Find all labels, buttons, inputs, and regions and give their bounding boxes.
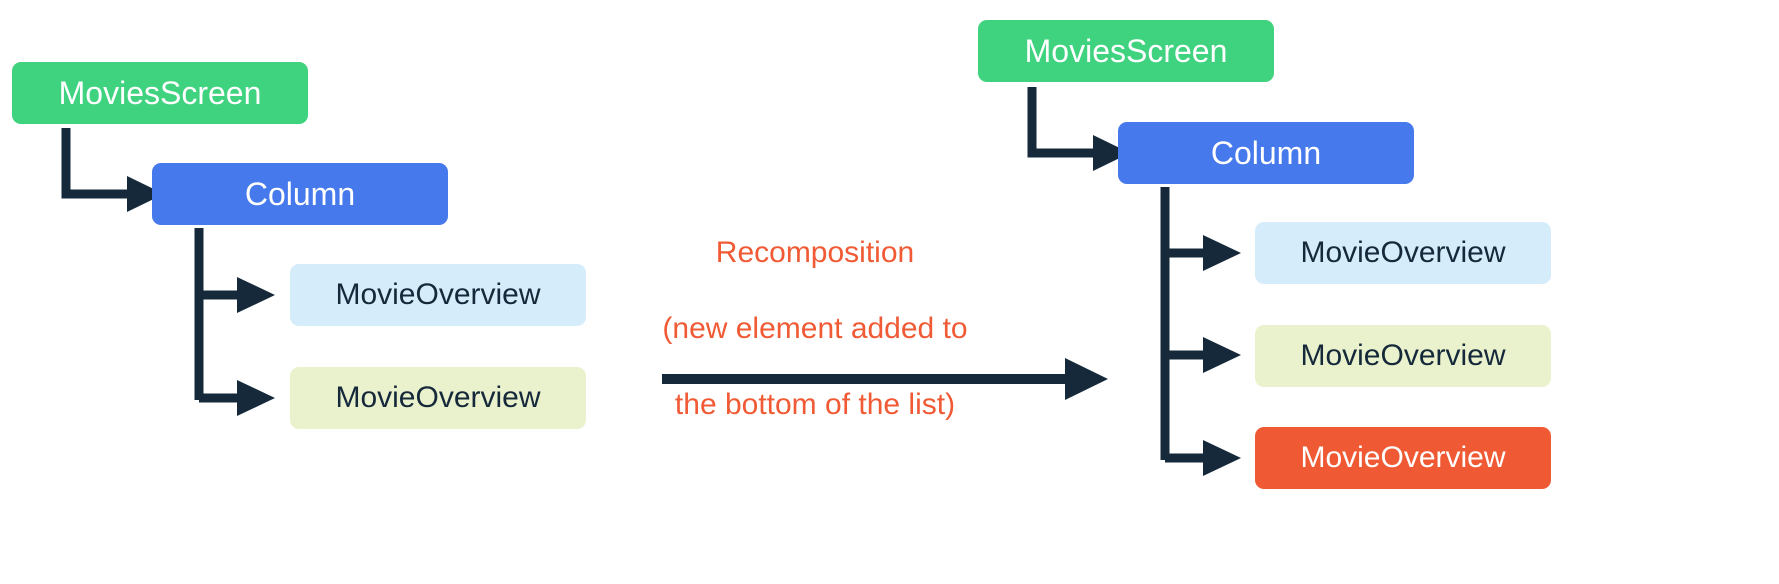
arrowhead-icon [237,380,275,416]
right-node-movie-overview-1-label: MovieOverview [1300,236,1506,269]
right-node-movie-overview-3-label: MovieOverview [1300,441,1506,474]
right-node-movies-screen-label: MoviesScreen [1024,33,1228,69]
right-node-column-label: Column [1210,135,1322,171]
left-node-column[interactable]: Column [152,163,448,225]
arrowhead-icon [237,277,275,313]
left-node-column-label: Column [244,176,356,212]
arrowhead-icon [1203,440,1241,476]
arrowhead-icon [1203,337,1241,373]
left-node-movies-screen-label: MoviesScreen [58,75,262,111]
right-edge-root-to-column [1027,87,1093,158]
transition-caption-line-2: (new element added to [662,312,968,345]
right-node-column[interactable]: Column [1118,122,1414,184]
left-node-movies-screen[interactable]: MoviesScreen [12,62,308,124]
transition-caption-line-3: the bottom of the list) [674,388,956,421]
right-node-movie-overview-3[interactable]: MovieOverview [1255,427,1551,489]
left-node-movie-overview-1-label: MovieOverview [335,278,541,311]
right-arrow-icon [1065,358,1108,400]
left-node-movie-overview-2-label: MovieOverview [335,381,541,414]
right-node-movies-screen[interactable]: MoviesScreen [978,20,1274,82]
arrowhead-icon [1203,235,1241,271]
right-node-movie-overview-1[interactable]: MovieOverview [1255,222,1551,284]
right-node-movie-overview-2[interactable]: MovieOverview [1255,325,1551,387]
left-node-movie-overview-2[interactable]: MovieOverview [290,367,586,429]
left-edge-root-to-column [61,128,127,199]
left-node-movie-overview-1[interactable]: MovieOverview [290,264,586,326]
transition-caption-title: Recomposition [715,236,915,269]
transition-caption: Recomposition (new element added to the … [655,196,975,462]
right-node-movie-overview-2-label: MovieOverview [1300,339,1506,372]
